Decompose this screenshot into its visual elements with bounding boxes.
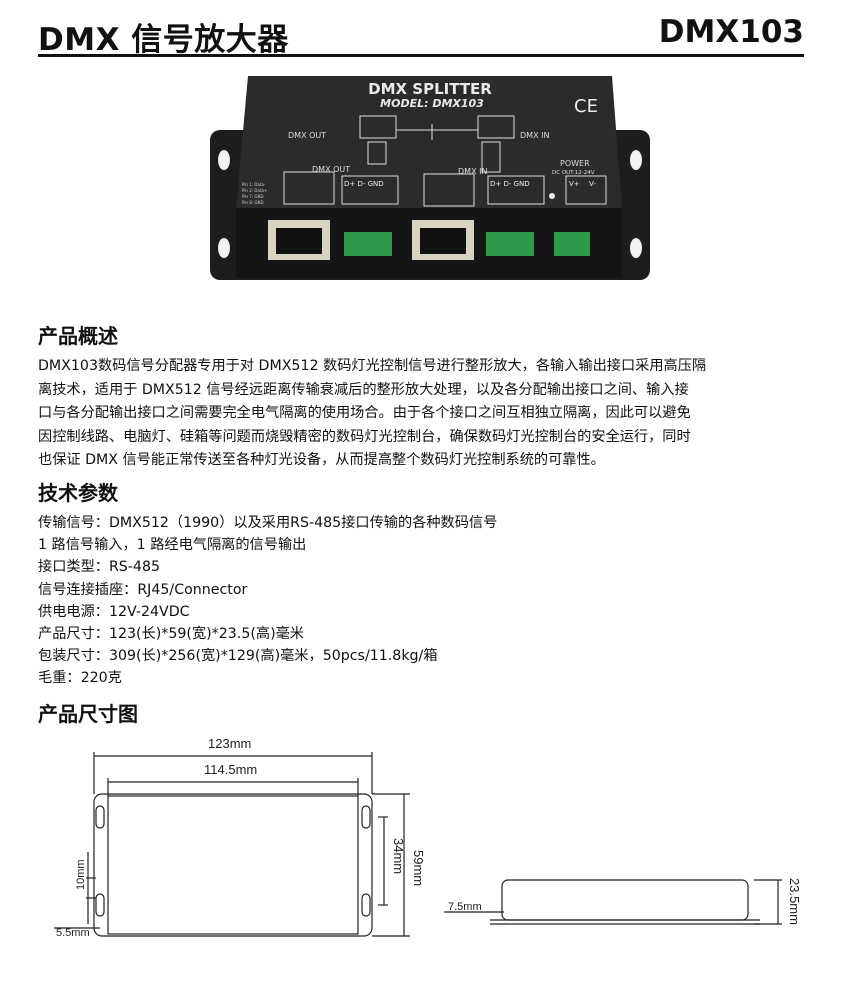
dim-label-width: 59mm [411,850,426,886]
spec-item: 1 路信号输入，1 路经电气隔离的信号输出 [38,537,307,554]
spec-item: 毛重：220克 [38,670,122,687]
mount-hole [218,238,230,258]
terminal-vminus-label: V- [589,180,596,188]
mount-slot [361,893,371,917]
overview-line: 离技术，适用于 DMX512 信号经远距离传输衰减后的整形放大处理，以及各分配输… [38,381,689,398]
rj45-in-socket [420,228,466,254]
dim-label-flange: 7.5mm [448,901,482,913]
terminal-symbol [367,141,387,165]
product-photo: DMX SPLITTER MODEL: DMX103 CE DMX OUT DM… [210,76,650,280]
pin-legend-3: Pin 7: GND [242,194,264,199]
terminal-in-block [486,232,534,256]
terminal-power-outline [565,175,607,205]
label-power-sub: DC OUT:12-24V [552,170,595,176]
terminal-power-block [554,232,590,256]
rj45-out-outline [283,171,335,205]
top-view-outline [93,793,373,937]
terminal-symbol [481,141,501,173]
rj45-symbol [477,115,515,139]
terminal-out-label: D+ D- GND [344,180,384,188]
spec-item: 接口类型：RS-485 [38,559,161,576]
panel-model: MODEL: DMX103 [380,97,484,110]
terminal-out-outline [341,175,399,205]
label-dmx-out-top: DMX OUT [288,131,326,140]
mount-slot [95,805,105,829]
model-number: DMX103 [658,14,804,50]
dim-label-slot-spacing: 34mm [391,838,406,874]
rj45-out-socket [276,228,322,254]
mount-hole [630,150,642,170]
document-header: DMX 信号放大器 DMX103 [38,10,804,58]
spec-item: 包装尺寸：309(长)*256(宽)*129(高)毫米，50pcs/11.8kg… [38,648,438,665]
mount-hole [218,150,230,170]
rj45-in-outline [423,173,475,207]
enclosure-top [236,76,622,208]
spec-item: 产品尺寸：123(长)*59(宽)*23.5(高)毫米 [38,626,304,643]
panel-title: DMX SPLITTER [368,80,492,98]
page-title: DMX 信号放大器 [38,22,289,58]
terminal-out-block [344,232,392,256]
mount-slot [95,893,105,917]
overview-heading: 产品概述 [38,324,118,348]
terminal-vplus-label: V+ [569,180,580,188]
pin-legend-2: Pin 2: Data+ [242,188,267,193]
terminal-in-outline [487,175,545,205]
top-view-body [107,795,359,935]
overview-line: 也保证 DMX 信号能正常传送至各种灯光设备，从而提高整个数码灯光控制系统的可靠… [38,452,605,468]
pin-legend-1: Pin 1: Data- [242,182,266,187]
power-led-icon [549,193,555,199]
dimension-drawing: 123mm 114.5mm 59mm 34mm 10mm 5.5mm 7.5mm… [54,736,802,939]
rj45-symbol [359,115,397,139]
spec-item: 信号连接插座：RJ45/Connector [38,581,248,598]
overview-line: 因控制线路、电脑灯、硅箱等问题而烧毁精密的数码灯光控制台，确保数码灯光控制台的安… [38,428,691,445]
dimensions-heading: 产品尺寸图 [38,702,138,726]
side-view-body [501,879,749,921]
dim-label-slot-offset: 10mm [75,859,87,890]
pin-legend-4: Pin 8: GND [242,200,264,205]
ce-mark: CE [574,96,598,117]
overview-line: DMX103数码信号分配器专用于对 DMX512 数码灯光控制信号进行整形放大，… [38,358,707,374]
dim-label-edge-offset: 5.5mm [56,927,90,939]
spec-item: 传输信号：DMX512（1990）以及采用RS-485接口传输的各种数码信号 [38,515,498,531]
terminal-in-label: D+ D- GND [490,180,530,188]
mount-hole [630,238,642,258]
label-power: POWER [560,159,590,168]
spec-item: 供电电源：12V-24VDC [38,603,190,620]
dim-label-inner-length: 114.5mm [204,762,257,777]
specs-heading: 技术参数 [38,481,118,505]
label-dmx-out: DMX OUT [312,165,350,174]
dim-label-height: 23.5mm [787,878,802,925]
label-dmx-in: DMX IN [458,167,487,176]
overview-paragraph: DMX103数码信号分配器专用于对 DMX512 数码灯光控制信号进行整形放大，… [38,355,818,473]
mount-slot [361,805,371,829]
specs-list: 传输信号：DMX512（1990）以及采用RS-485接口传输的各种数码信号 1… [38,512,497,690]
dim-label-overall-length: 123mm [208,736,251,751]
label-dmx-in-top: DMX IN [520,131,549,140]
overview-line: 口与各分配输出接口之间需要完全电气隔离的使用场合。由于各个接口之间互相独立隔离，… [38,405,691,421]
